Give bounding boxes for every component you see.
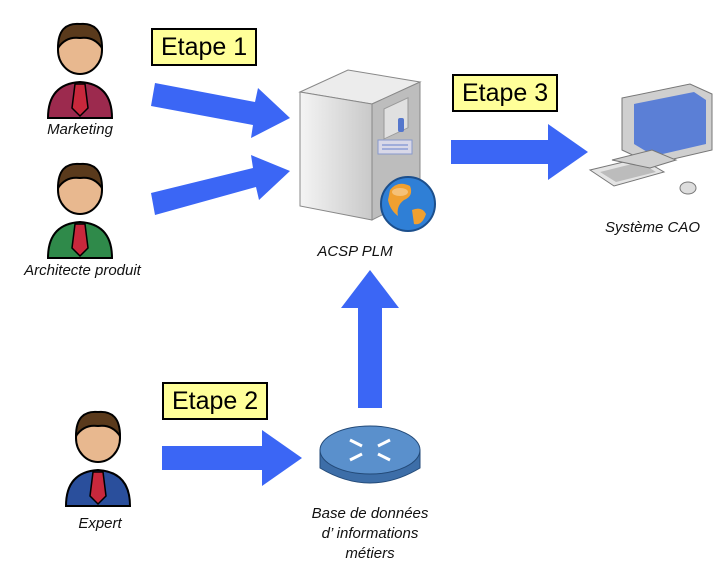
database-label-line3: métiers [345, 545, 395, 562]
person-icon [46, 22, 114, 119]
arrow-architect-to-server [151, 155, 290, 215]
arrow-expert-to-database [162, 430, 302, 486]
database-label-line2: d’ informations [321, 525, 419, 542]
person-icon [64, 410, 132, 507]
architect-label: Architecte produit [24, 262, 141, 279]
arrow-database-to-server [341, 270, 399, 408]
step-1-box: Etape 1 [151, 28, 258, 66]
marketing-label: Marketing [47, 121, 113, 138]
database-label-line1: Base de données [311, 505, 429, 522]
router-icon [319, 425, 421, 484]
step-3-box: Etape 3 [452, 74, 559, 112]
arrow-server-to-cad [451, 124, 588, 180]
arrow-marketing-to-server [151, 83, 290, 138]
expert-label: Expert [78, 515, 122, 532]
desktop-computer-icon [588, 83, 713, 195]
cad-label: Système CAO [604, 219, 701, 236]
globe-icon [380, 176, 436, 232]
person-icon [46, 162, 114, 259]
step-2-box: Etape 2 [162, 382, 269, 420]
server-label: ACSP PLM [317, 243, 393, 260]
